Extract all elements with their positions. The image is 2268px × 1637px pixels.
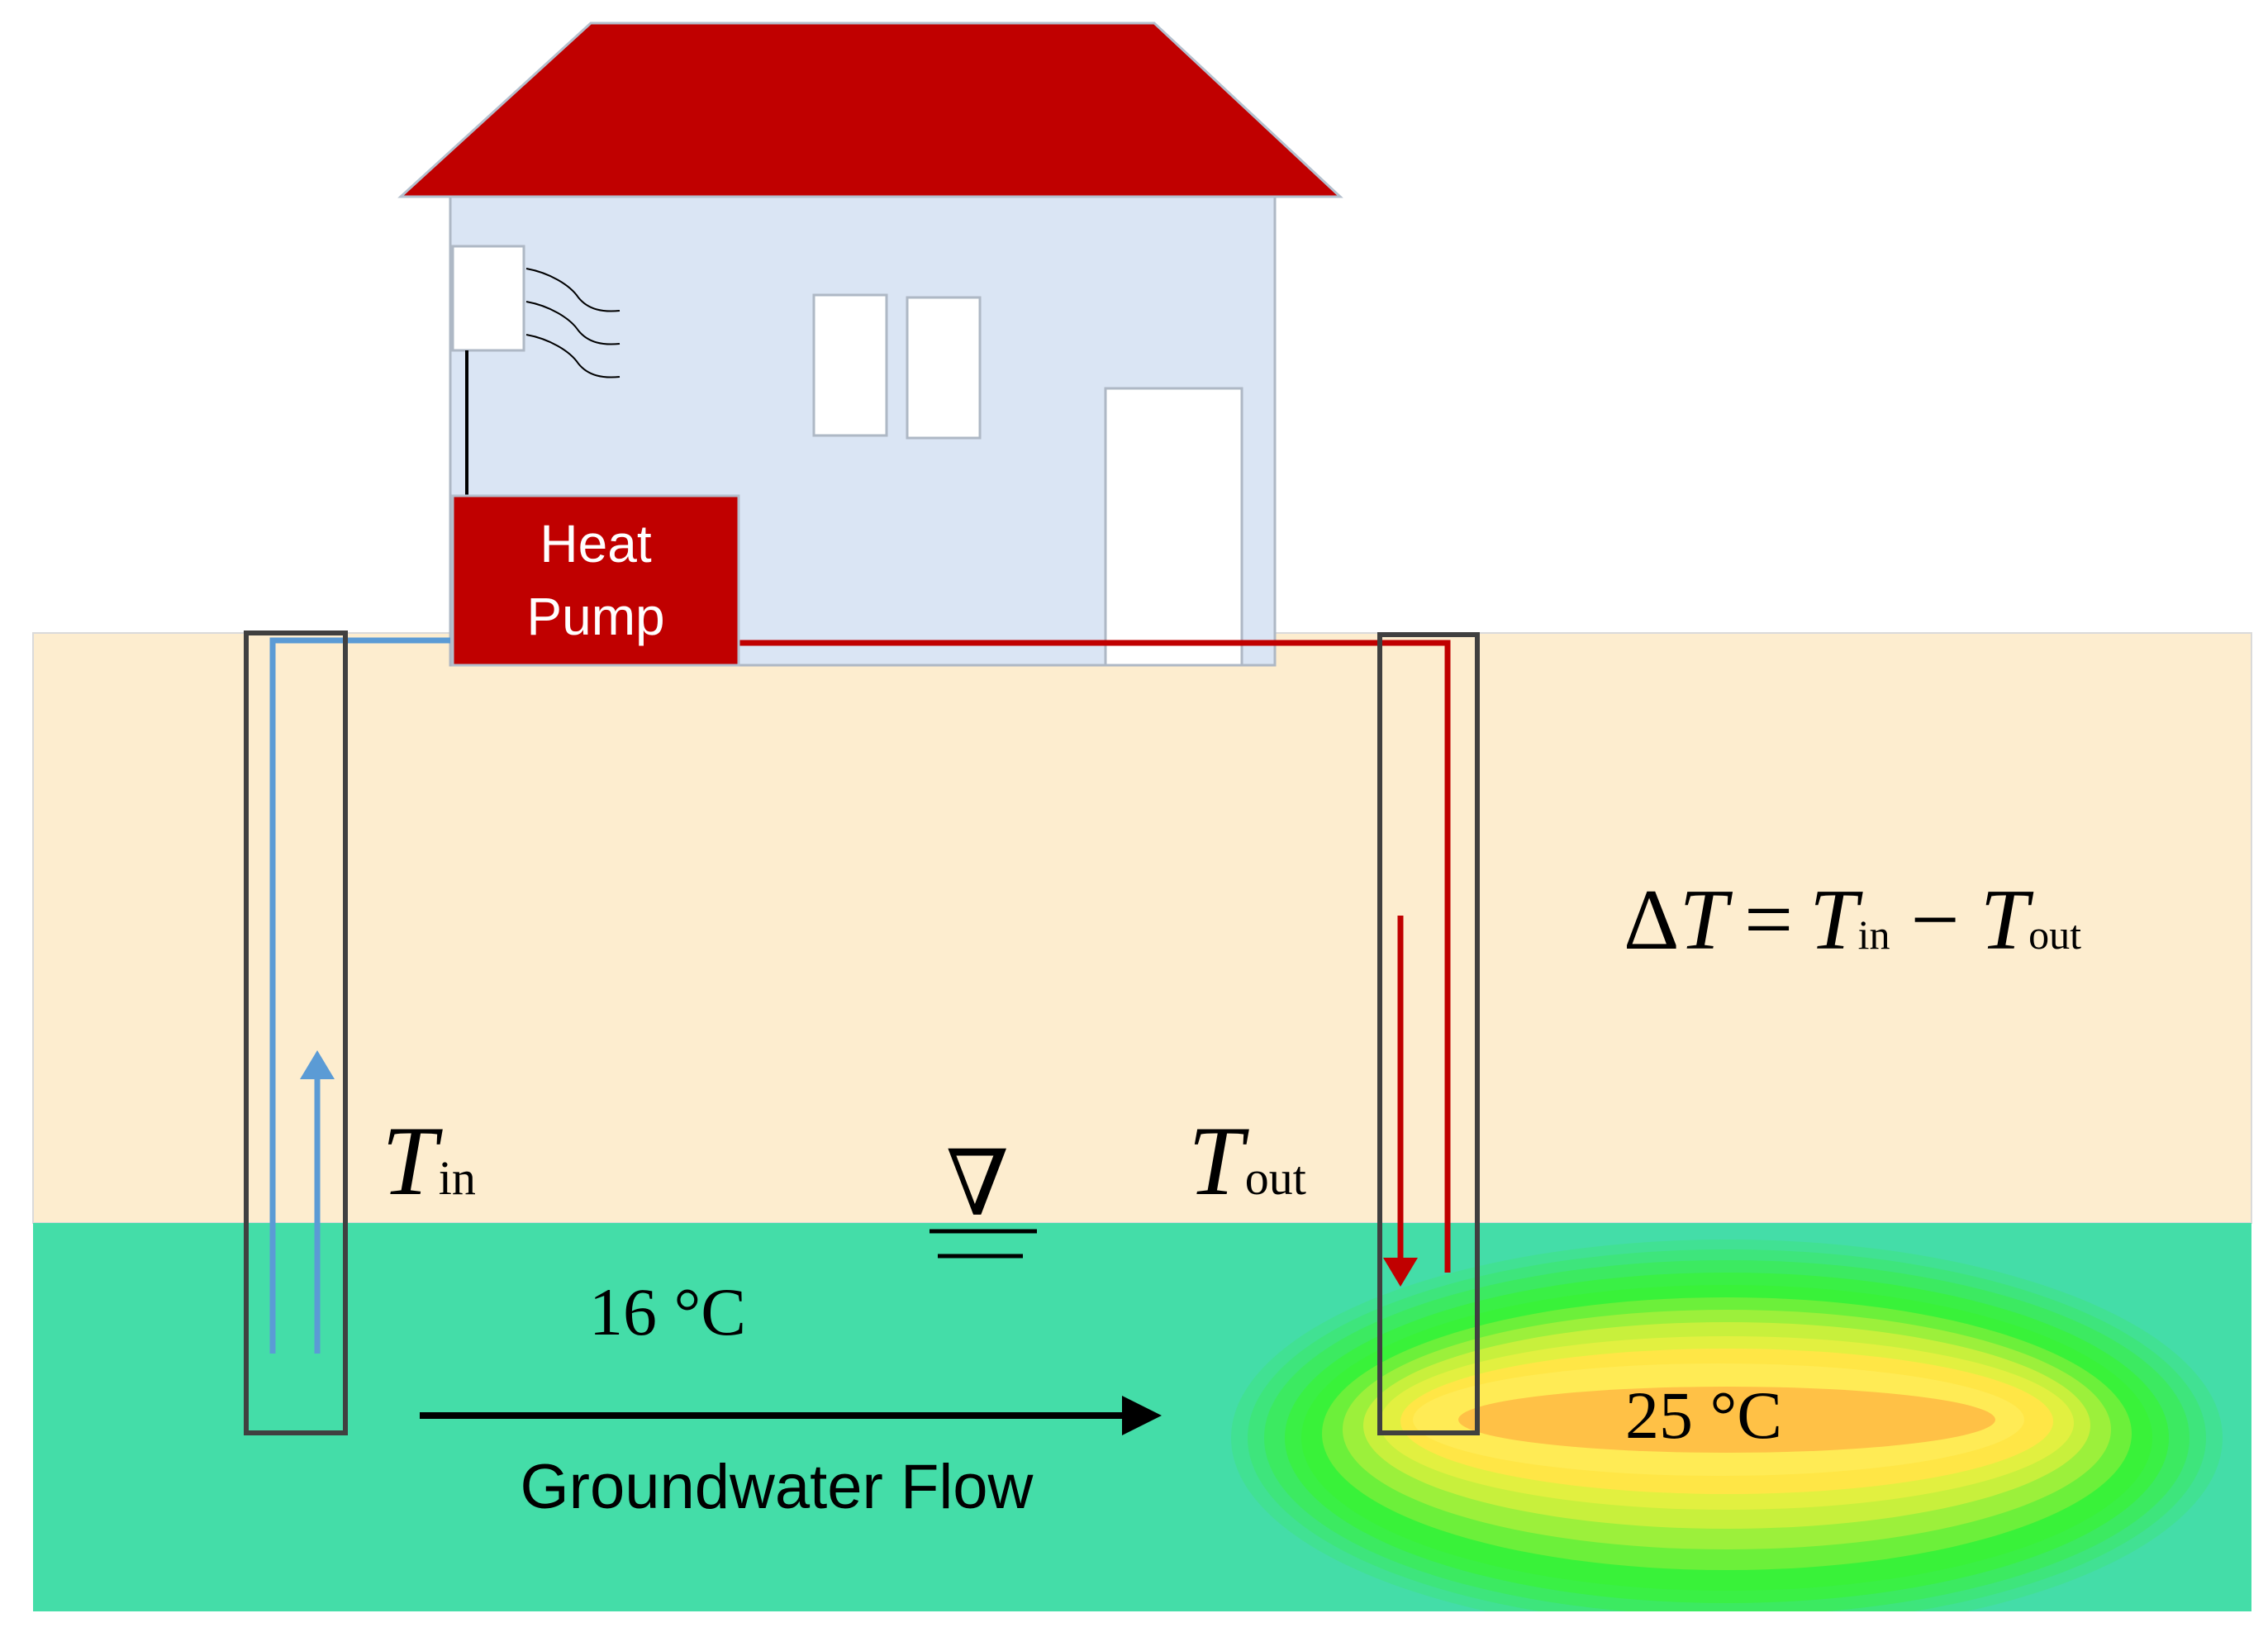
t-in-label: Tin [382, 1106, 476, 1216]
roof [397, 21, 1343, 198]
unsaturated-zone [32, 632, 2252, 1224]
heat-pump-icon: Heat Pump [451, 494, 740, 667]
window-right [906, 296, 982, 440]
injection-well [1377, 632, 1480, 1435]
window-left [812, 293, 888, 437]
heat-waves-icon [525, 268, 620, 378]
door [1104, 387, 1243, 667]
t-out-label: Tout [1188, 1106, 1306, 1216]
water-table-marker-icon: ∇ [930, 1134, 1037, 1259]
thermal-plume [1231, 1240, 2223, 1611]
cold-supply-pipe [269, 637, 450, 1354]
extraction-well [244, 631, 348, 1435]
heat-pump-label-line1: Heat [540, 514, 651, 573]
groundwater-flow-label: Groundwater Flow [521, 1452, 1034, 1522]
svg-text:∇: ∇ [946, 1134, 1010, 1235]
ambient-temperature: 16 °C [589, 1274, 746, 1349]
heat-pump-label-line2: Pump [526, 587, 664, 646]
house [397, 21, 1343, 667]
indoor-heat-emitter-icon [451, 245, 525, 352]
delta-t-equation: ΔT=Tin−Tout [1624, 871, 2081, 968]
hot-return-pipe [739, 640, 1451, 1273]
plume-temperature: 25 °C [1625, 1378, 1782, 1453]
